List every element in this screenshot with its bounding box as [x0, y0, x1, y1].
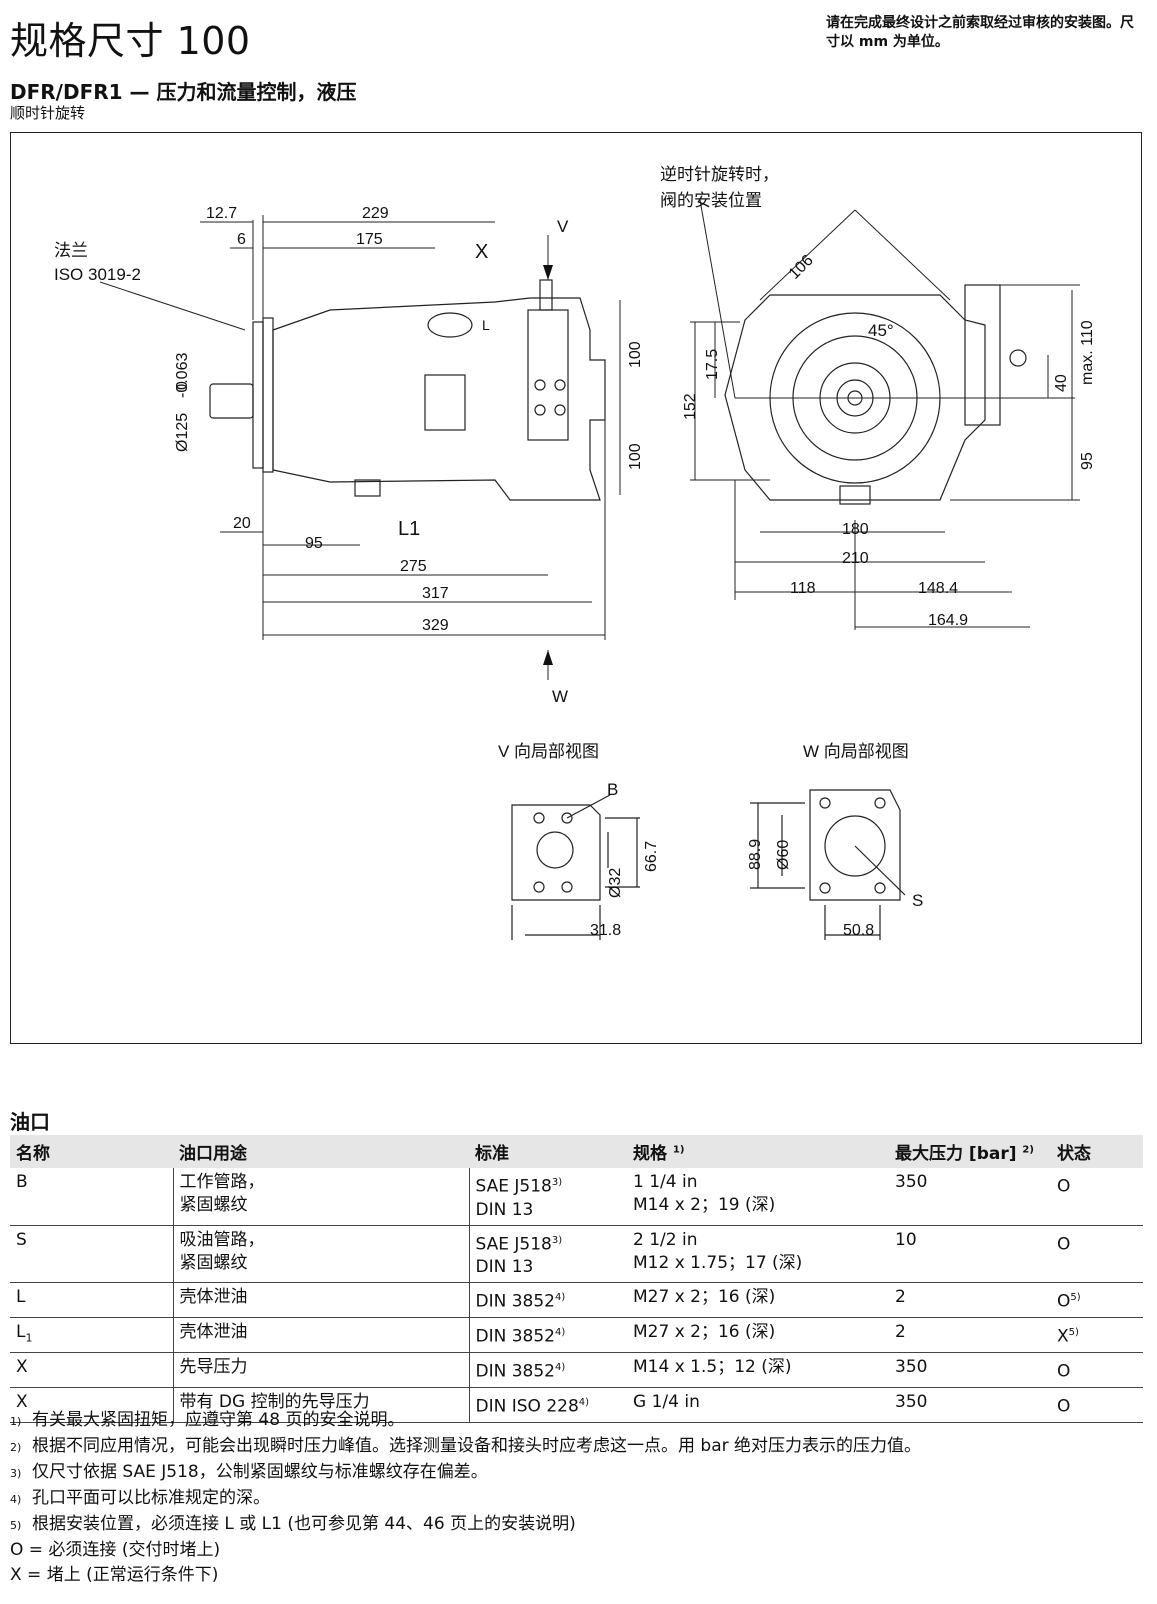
- port-state: O: [1051, 1387, 1143, 1423]
- port-standard: SAE J5183)DIN 13: [468, 1225, 627, 1284]
- table-row: L 壳体泄油 DIN 38524) M27 x 2；16 (深) 2 O5): [10, 1282, 1143, 1318]
- table-row: X 先导压力 DIN 38524) M14 x 1.5；12 (深) 350 O: [10, 1352, 1143, 1389]
- port-spec: G 1/4 in: [627, 1387, 889, 1423]
- footnote: 3)仅尺寸依据 SAE J518，公制紧固螺纹与标准螺纹存在偏差。: [10, 1462, 488, 1482]
- legend-connect: O = 必须连接 (交付时堵上): [10, 1540, 221, 1560]
- port-spec: M14 x 1.5；12 (深): [627, 1352, 889, 1389]
- port-state: O5): [1051, 1282, 1143, 1318]
- col-use: 油口用途: [173, 1135, 469, 1168]
- col-state: 状态: [1051, 1135, 1143, 1168]
- rotation-label: 顺时针旋转: [10, 104, 86, 122]
- drawing-frame: [10, 132, 1142, 1044]
- port-pressure: 2: [889, 1282, 1051, 1318]
- table-row: X 带有 DG 控制的先导压力 DIN ISO 2284) G 1/4 in 3…: [10, 1387, 1143, 1423]
- port-spec: M27 x 2；16 (深): [627, 1282, 889, 1318]
- footnote: 5)根据安装位置，必须连接 L 或 L1 (也可参见第 44、46 页上的安装说…: [10, 1514, 576, 1534]
- footnote: 2)根据不同应用情况，可能会出现瞬时压力峰值。选择测量设备和接头时应考虑这一点。…: [10, 1436, 922, 1456]
- table-row: L1 壳体泄油 DIN 38524) M27 x 2；16 (深) 2 X5): [10, 1317, 1143, 1354]
- port-use: 带有 DG 控制的先导压力: [172, 1387, 469, 1423]
- port-use: 吸油管路，紧固螺纹: [172, 1225, 469, 1284]
- port-standard: DIN 38524): [468, 1282, 627, 1318]
- footnote: 1)有关最大紧固扭矩，应遵守第 48 页的安全说明。: [10, 1410, 405, 1430]
- port-standard: DIN ISO 2284): [468, 1387, 627, 1423]
- section-subtitle: DFR/DFR1 — 压力和流量控制，液压: [10, 80, 357, 104]
- port-name: L: [10, 1282, 173, 1318]
- ports-table: 名称 油口用途 标准 规格 1) 最大压力 [bar] 2) 状态 B 工作管路…: [10, 1135, 1143, 1423]
- port-standard: DIN 38524): [468, 1352, 627, 1389]
- col-pressure: 最大压力 [bar] 2): [889, 1135, 1051, 1168]
- page-title: 规格尺寸 100: [10, 19, 251, 63]
- port-state: O: [1051, 1168, 1143, 1226]
- port-state: O: [1051, 1225, 1143, 1284]
- port-standard: SAE J5183)DIN 13: [468, 1168, 627, 1226]
- col-standard: 标准: [469, 1135, 627, 1168]
- table-header-row: 名称 油口用途 标准 规格 1) 最大压力 [bar] 2) 状态: [10, 1135, 1143, 1168]
- ports-heading: 油口: [10, 1110, 50, 1134]
- port-use: 先导压力: [172, 1352, 469, 1389]
- port-name: X: [10, 1387, 173, 1423]
- port-name: X: [10, 1352, 173, 1389]
- port-name: B: [10, 1168, 173, 1226]
- design-note: 请在完成最终设计之前索取经过审核的安装图。尺寸以 mm 为单位。: [826, 15, 1134, 50]
- legend-plug: X = 堵上 (正常运行条件下): [10, 1565, 219, 1585]
- port-use: 壳体泄油: [172, 1317, 469, 1354]
- port-state: X5): [1051, 1317, 1143, 1354]
- port-pressure: 350: [889, 1387, 1051, 1423]
- port-state: O: [1051, 1352, 1143, 1389]
- port-spec: M27 x 2；16 (深): [627, 1317, 889, 1354]
- port-standard: DIN 38524): [468, 1317, 627, 1354]
- footnotes: 1)有关最大紧固扭矩，应遵守第 48 页的安全说明。 2)根据不同应用情况，可能…: [10, 1408, 921, 1588]
- footnote: 4)孔口平面可以比标准规定的深。: [10, 1488, 270, 1508]
- col-name: 名称: [10, 1135, 173, 1168]
- port-pressure: 350: [889, 1168, 1051, 1226]
- port-use: 壳体泄油: [172, 1282, 469, 1318]
- port-pressure: 2: [889, 1317, 1051, 1354]
- port-use: 工作管路，紧固螺纹: [172, 1168, 469, 1226]
- port-pressure: 350: [889, 1352, 1051, 1389]
- port-name: L1: [10, 1317, 173, 1354]
- port-name: S: [10, 1225, 173, 1284]
- col-spec: 规格 1): [627, 1135, 889, 1168]
- port-pressure: 10: [889, 1225, 1051, 1284]
